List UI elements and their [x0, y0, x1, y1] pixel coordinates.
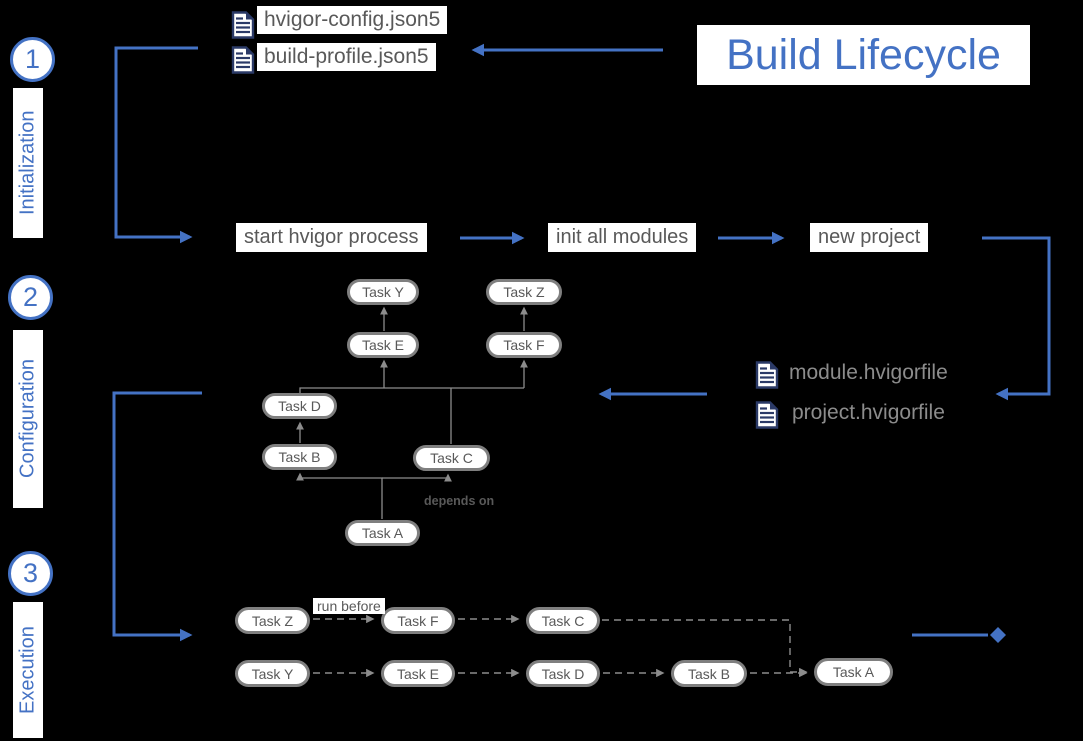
arrow-newproject-to-hvigorfiles [982, 236, 1051, 401]
step-start-hvigor-process: start hvigor process [236, 223, 427, 252]
document-icon [231, 11, 255, 39]
step-new-project: new project [810, 223, 929, 252]
arrow-config-to-execution [112, 391, 202, 642]
exec-task-b: Task B [671, 660, 747, 687]
document-icon [231, 46, 255, 74]
exec-task-z: Task Z [235, 607, 310, 634]
exec-task-y: Task Y [235, 660, 310, 687]
edge-taskA-to-taskB [296, 472, 383, 519]
config-task-f: Task F [486, 332, 562, 358]
stage-circle-1: 1 [10, 37, 55, 82]
config-task-b: Task B [262, 444, 337, 470]
run-before-label: run before [313, 598, 385, 614]
stage-label-configuration: Configuration [13, 330, 43, 508]
config-task-z: Task Z [486, 279, 562, 305]
file-label-module-hvigorfile: module.hvigorfile [789, 361, 948, 384]
step-init-all-modules: init all modules [548, 223, 697, 252]
config-task-a: Task A [345, 520, 420, 546]
config-task-y: Task Y [347, 279, 419, 305]
file-label-project-hvigorfile: project.hvigorfile [792, 401, 945, 424]
config-task-c: Task C [413, 445, 490, 471]
exec-task-d: Task D [526, 660, 600, 687]
document-icon [755, 361, 779, 389]
stage-number: 2 [22, 282, 39, 312]
exec-task-c: Task C [526, 607, 600, 634]
config-task-e: Task E [347, 332, 419, 358]
arrow-files-to-start-process [114, 46, 198, 244]
exec-task-e: Task E [381, 660, 455, 687]
config-task-d: Task D [262, 393, 337, 419]
stage-number: 3 [22, 558, 39, 588]
file-label-hvigor-config: hvigor-config.json5 [257, 6, 448, 34]
depends-on-label: depends on [424, 494, 495, 508]
diamond-end-marker [990, 627, 1006, 643]
stage-label-initialization: Initialization [13, 88, 43, 238]
stage-number: 1 [24, 44, 41, 74]
edge-taskA-to-taskC [382, 473, 452, 482]
edge-bus-d-c-to-e-f [299, 387, 524, 393]
stage-label-execution: Execution [13, 602, 43, 738]
page-title: Build Lifecycle [697, 25, 1030, 85]
file-label-build-profile: build-profile.json5 [257, 43, 436, 71]
stage-circle-2: 2 [8, 275, 53, 320]
stage-circle-3: 3 [8, 551, 53, 596]
exec-task-f: Task F [381, 607, 455, 634]
document-icon [755, 401, 779, 429]
exec-task-a: Task A [814, 658, 893, 686]
